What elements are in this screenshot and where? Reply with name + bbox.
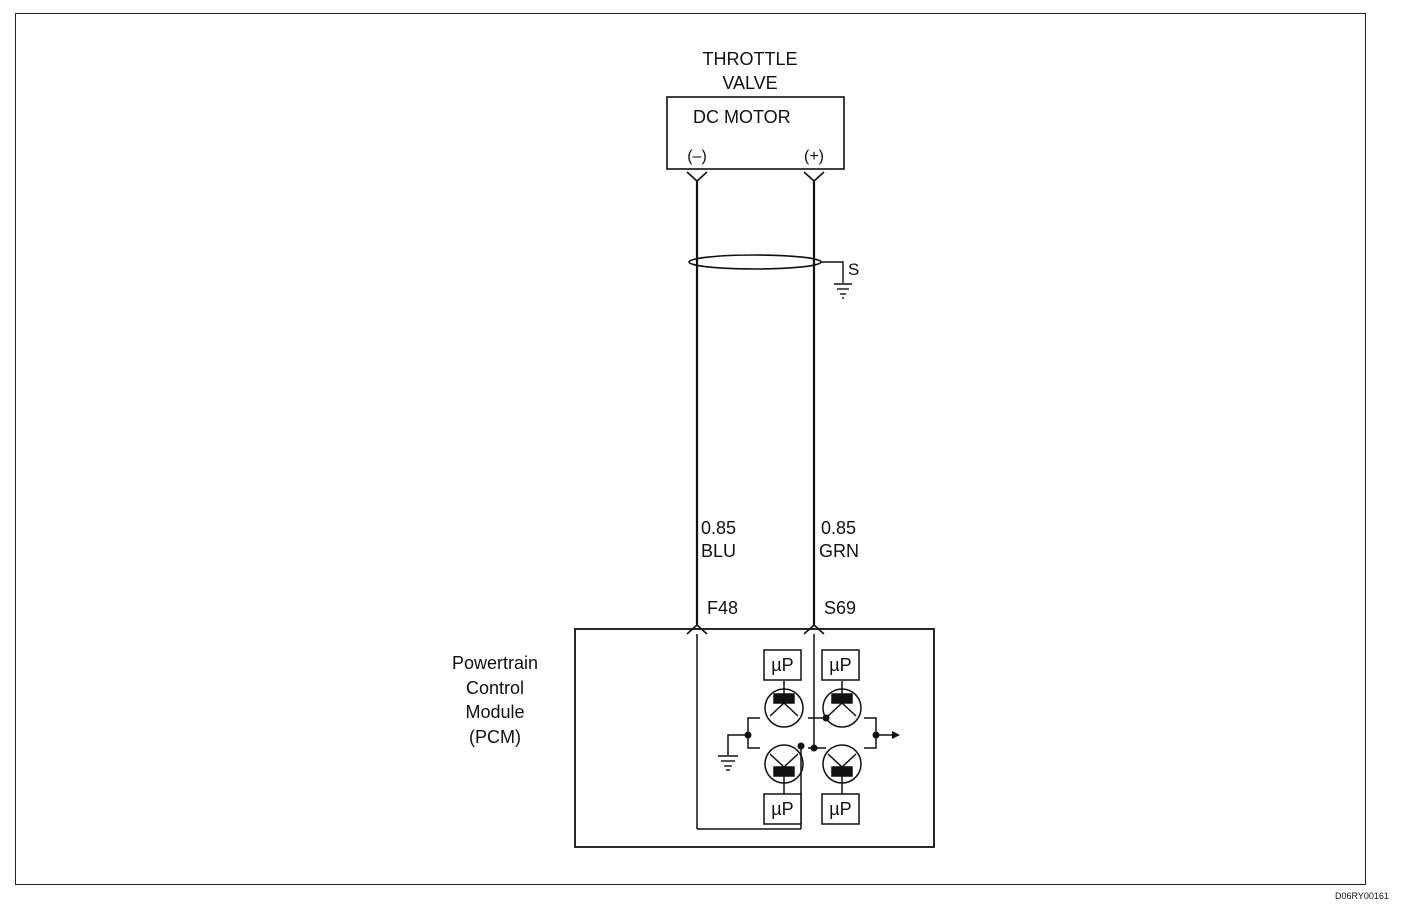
up-box-bottom-left bbox=[763, 793, 802, 825]
module-label-line4: (PCM) bbox=[469, 727, 521, 747]
pcm-box bbox=[574, 628, 935, 848]
wire-blu-gauge: 0.85 bbox=[701, 518, 737, 538]
junction-dots bbox=[744, 714, 880, 752]
pin-s69-label: S69 bbox=[824, 598, 857, 618]
wire-grn-color: GRN bbox=[819, 541, 859, 561]
dc-motor-label: DC MOTOR bbox=[693, 107, 791, 127]
wire-grn-gauge: 0.85 bbox=[821, 518, 857, 538]
pin-s69-connector bbox=[803, 623, 825, 635]
module-label-line2: Control bbox=[465, 678, 525, 698]
dc-motor-box bbox=[666, 96, 845, 170]
up-label-top-left: µP bbox=[771, 655, 794, 675]
transistor-bottom-right bbox=[822, 744, 862, 794]
shield-ellipse bbox=[688, 254, 822, 270]
up-label-top-right: µP bbox=[829, 655, 852, 675]
output-arrow-icon bbox=[892, 731, 900, 739]
up-label-bottom-right: µP bbox=[829, 799, 852, 819]
shield-drain bbox=[821, 261, 844, 283]
wire-blu-color: BLU bbox=[701, 541, 737, 561]
transistor-top-left bbox=[764, 681, 804, 728]
shield-ground-icon bbox=[834, 283, 852, 299]
component-title-line2: VALVE bbox=[722, 73, 778, 93]
transistor-top-right bbox=[822, 681, 862, 728]
module-label-line1: Powertrain bbox=[451, 653, 539, 673]
up-box-top-left bbox=[763, 649, 802, 681]
neg-terminal-connector bbox=[686, 171, 708, 183]
pos-terminal-label: (+) bbox=[804, 148, 824, 165]
module-label-line3: Module bbox=[465, 702, 525, 722]
pin-f48-label: F48 bbox=[707, 598, 739, 618]
pin-f48-connector bbox=[686, 623, 708, 635]
neg-terminal-label: (–) bbox=[687, 148, 707, 165]
figure-code: D06RY00161 bbox=[1335, 891, 1389, 901]
diagram-frame bbox=[15, 13, 1366, 885]
transistor-bottom-left bbox=[764, 744, 804, 794]
pos-terminal-connector bbox=[803, 171, 825, 183]
component-title-line1: THROTTLE bbox=[702, 49, 798, 69]
up-label-bottom-left: µP bbox=[771, 799, 794, 819]
pcm-ground-icon bbox=[718, 755, 738, 771]
up-box-bottom-right bbox=[821, 793, 860, 825]
shield-label: S bbox=[848, 260, 860, 279]
up-box-top-right bbox=[821, 649, 860, 681]
